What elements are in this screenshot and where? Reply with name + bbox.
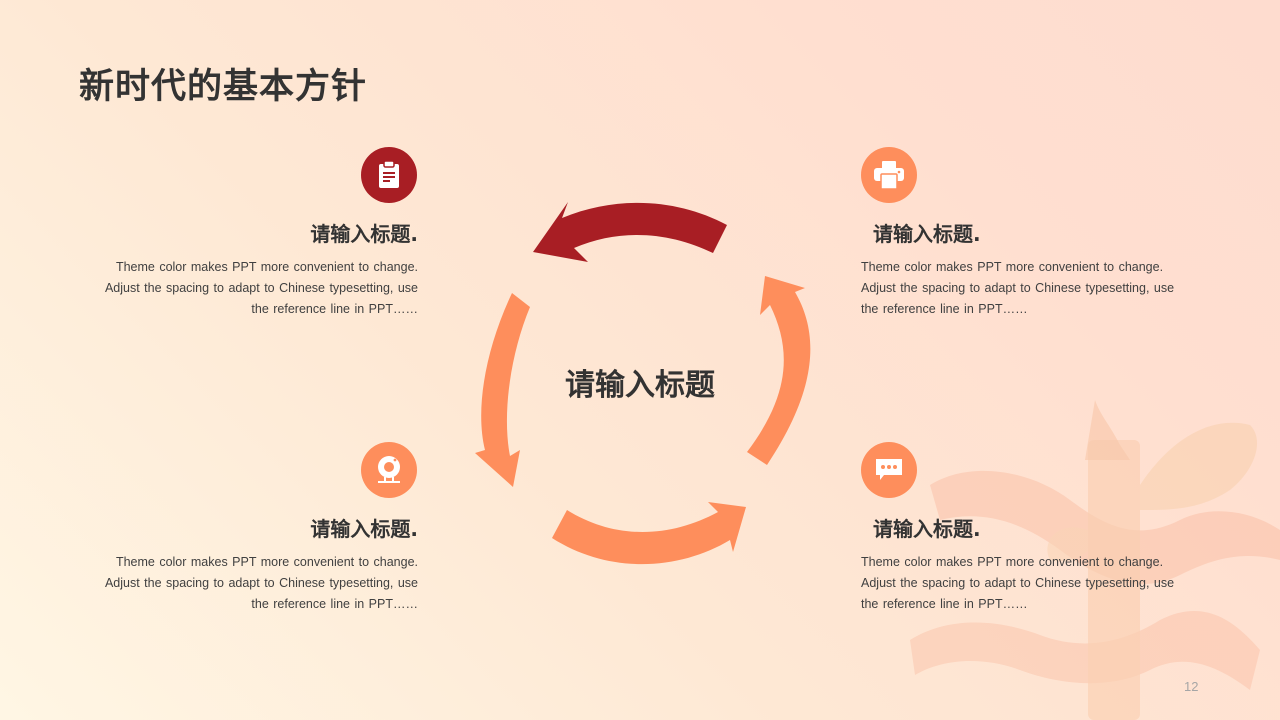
slide-title: 新时代的基本方针 <box>79 67 368 107</box>
block-description: Theme color makes PPT more convenient to… <box>78 257 418 320</box>
center-title: 请输入标题 <box>565 368 715 403</box>
chat-bubble-icon <box>876 459 902 480</box>
webcam-icon <box>378 456 400 483</box>
desc-line: Adjust the spacing to adapt to Chinese t… <box>104 576 418 590</box>
desc-line: the reference line in PPT…… <box>251 597 418 611</box>
block-title: 请输入标题. <box>873 517 981 541</box>
block-description: Theme color makes PPT more convenient to… <box>861 257 1201 320</box>
desc-line: Adjust the spacing to adapt to Chinese t… <box>861 576 1175 590</box>
desc-line: Theme color makes PPT more convenient to… <box>115 555 418 569</box>
desc-line: the reference line in PPT…… <box>861 597 1028 611</box>
desc-line: Adjust the spacing to adapt to Chinese t… <box>104 281 418 295</box>
clipboard-icon-circle <box>361 147 417 203</box>
desc-line: Theme color makes PPT more convenient to… <box>115 260 418 274</box>
clipboard-icon <box>379 161 399 188</box>
block-description: Theme color makes PPT more convenient to… <box>78 552 418 615</box>
text-block-bottom-right: 请输入标题. Theme color makes PPT more conven… <box>861 514 1201 615</box>
text-block-top-left: 请输入标题. Theme color makes PPT more conven… <box>78 219 418 320</box>
cycle-arrow-bottom <box>552 502 746 565</box>
chat-bubble-icon-circle <box>861 442 917 498</box>
desc-line: the reference line in PPT…… <box>251 302 418 316</box>
cycle-arrow-right <box>747 276 811 465</box>
printer-icon-circle <box>861 147 917 203</box>
cycle-diagram <box>475 202 811 565</box>
desc-line: the reference line in PPT…… <box>861 302 1028 316</box>
desc-line: Adjust the spacing to adapt to Chinese t… <box>861 281 1175 295</box>
cycle-arrow-top <box>533 202 727 262</box>
cycle-arrow-left <box>475 293 530 487</box>
desc-line: Theme color makes PPT more convenient to… <box>861 555 1164 569</box>
webcam-icon-circle <box>361 442 417 498</box>
block-title: 请输入标题. <box>310 517 418 541</box>
page-number: 12 <box>1184 679 1199 694</box>
block-title: 请输入标题. <box>873 222 981 246</box>
text-block-top-right: 请输入标题. Theme color makes PPT more conven… <box>861 219 1201 320</box>
text-block-bottom-left: 请输入标题. Theme color makes PPT more conven… <box>78 514 418 615</box>
desc-line: Theme color makes PPT more convenient to… <box>861 260 1164 274</box>
huabiao-watermark-icon <box>910 400 1280 720</box>
block-description: Theme color makes PPT more convenient to… <box>861 552 1201 615</box>
block-title: 请输入标题. <box>310 222 418 246</box>
printer-icon <box>874 161 904 189</box>
